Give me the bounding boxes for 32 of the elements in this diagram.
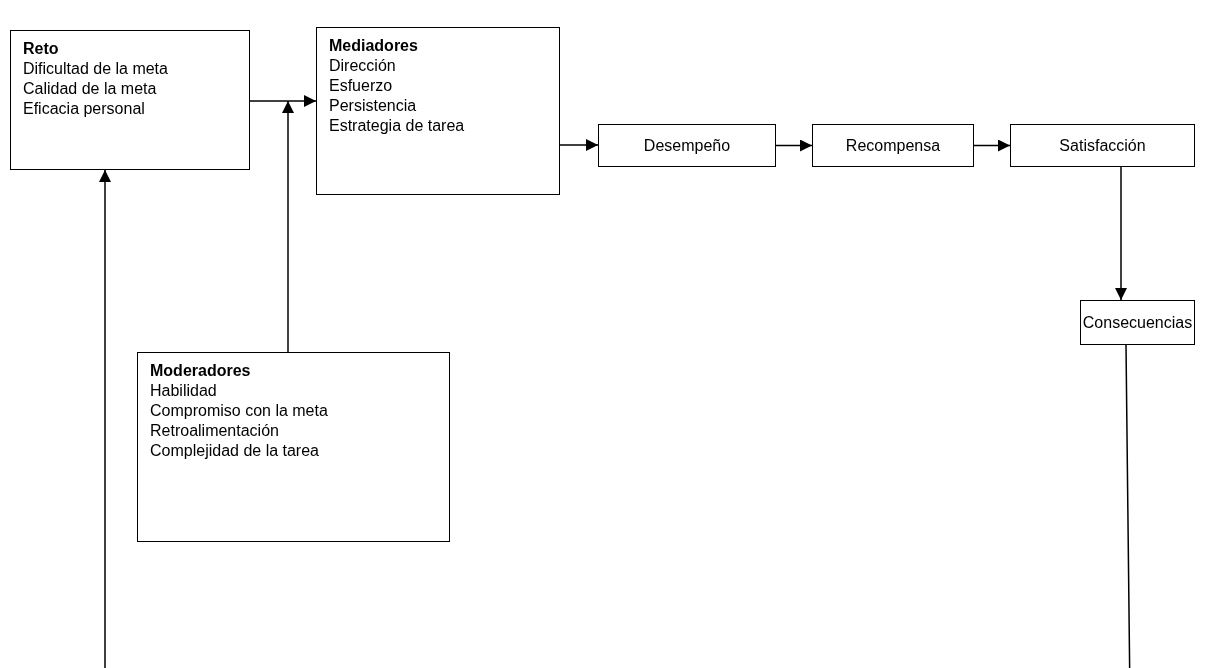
box-heading: Mediadores: [329, 36, 419, 56]
text-box: [1080, 300, 1195, 345]
box-text: Esfuerzo: [329, 76, 394, 96]
text-box: [1010, 124, 1195, 167]
text-box: [137, 352, 450, 542]
arrow: [559, 139, 599, 151]
box-text: Dificultad de la meta: [23, 59, 169, 79]
arrow: [249, 95, 317, 107]
box-text: Consecuencias: [1082, 312, 1193, 333]
box-text: Recompensa: [845, 135, 941, 156]
arrow: [973, 139, 1011, 152]
arrow: [1115, 166, 1127, 301]
arrow: [282, 100, 294, 353]
text-box: [10, 30, 250, 170]
box-text: Calidad de la meta: [23, 79, 158, 99]
box-text: Habilidad: [150, 381, 218, 401]
box-text: Estrategia de tarea: [329, 116, 466, 136]
box-text: Eficacia personal: [23, 99, 146, 119]
box-text: Retroalimentación: [150, 421, 280, 441]
box-heading: Moderadores: [150, 361, 252, 381]
box-text: Dirección: [329, 56, 397, 76]
box-text: Persistencia: [329, 96, 418, 116]
text-box: [316, 27, 560, 195]
arrow: [775, 139, 813, 152]
box-text: Compromiso con la meta: [150, 401, 329, 421]
text-box: [812, 124, 974, 167]
box-text: Complejidad de la tarea: [150, 441, 320, 461]
box-text: Desempeño: [643, 135, 731, 156]
arrow: [99, 169, 1131, 668]
box-heading: Reto: [23, 39, 60, 59]
text-box: [598, 124, 776, 167]
box-text: Satisfacción: [1059, 135, 1146, 156]
